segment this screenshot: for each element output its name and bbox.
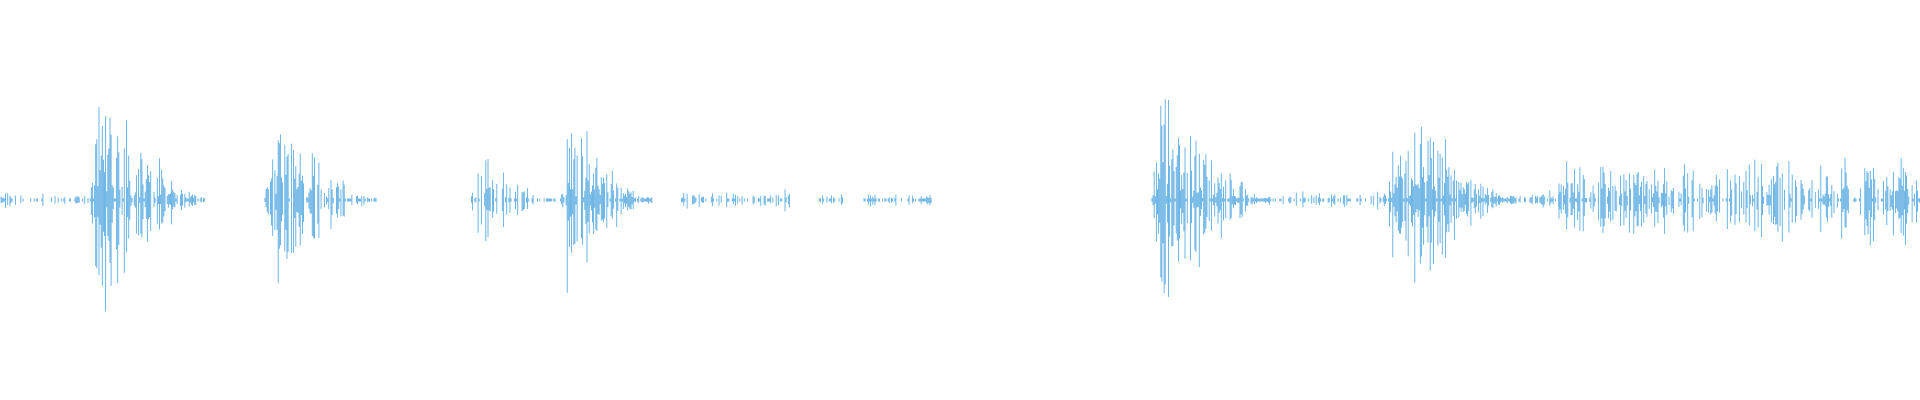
waveform-bars bbox=[0, 99, 1920, 312]
waveform-path bbox=[0, 99, 1920, 312]
